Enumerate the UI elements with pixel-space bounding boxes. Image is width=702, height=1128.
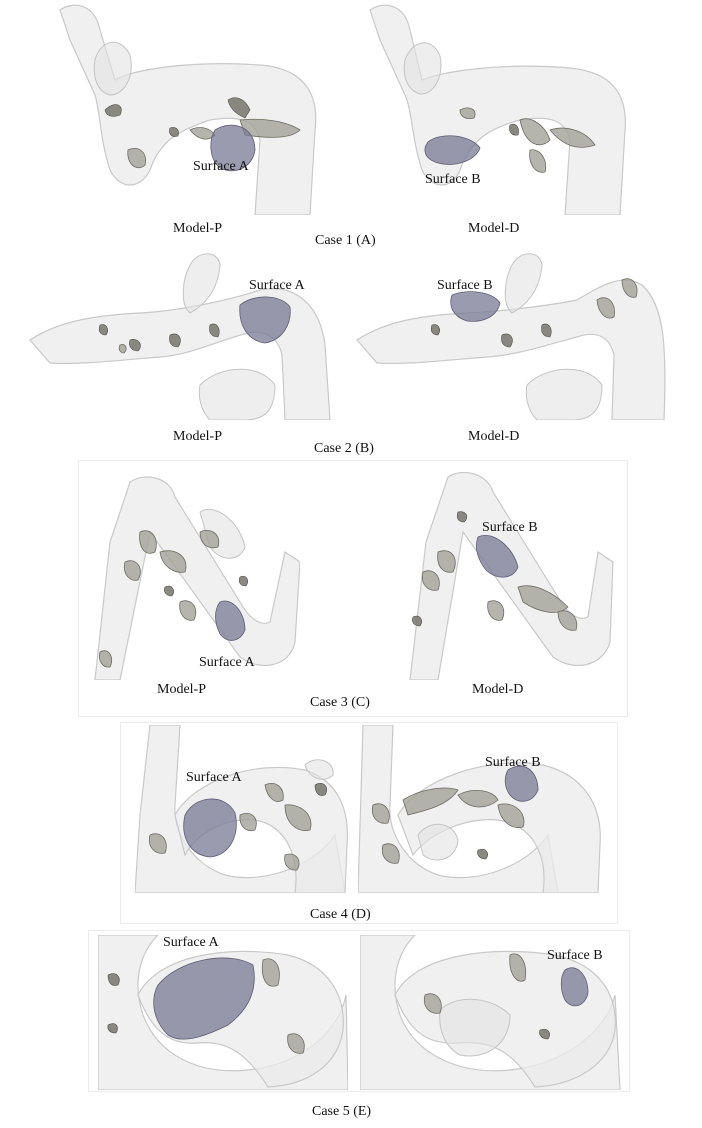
case5-right-surface-label: Surface B xyxy=(547,948,603,963)
case1-right-model-label: Model-D xyxy=(468,221,520,236)
case1-model-d-render xyxy=(360,0,650,215)
case4-caption: Case 4 (D) xyxy=(310,907,371,922)
case1-caption: Case 1 (A) xyxy=(315,233,376,248)
case4-right-render xyxy=(358,725,610,893)
case3-left-surface-label: Surface A xyxy=(199,655,255,670)
case4-left-render xyxy=(135,725,350,893)
case4-left-surface-label: Surface A xyxy=(186,770,242,785)
case1-model-p-render xyxy=(40,0,340,215)
case5-left-surface-label: Surface A xyxy=(163,935,219,950)
case3-caption: Case 3 (C) xyxy=(310,695,370,710)
case1-left-surface-label: Surface A xyxy=(193,159,249,174)
case4-frame xyxy=(120,722,618,924)
case2-model-p-render xyxy=(20,245,350,420)
case5-left-render xyxy=(98,935,348,1090)
case3-model-p-render xyxy=(90,462,300,680)
case3-model-d-render xyxy=(398,462,618,680)
case4-right-surface-label: Surface B xyxy=(485,755,541,770)
case2-model-d-render xyxy=(352,245,677,420)
case2-right-model-label: Model-D xyxy=(468,429,520,444)
case2-left-model-label: Model-P xyxy=(173,429,222,444)
case5-caption: Case 5 (E) xyxy=(312,1104,372,1119)
case5-right-render xyxy=(360,935,622,1090)
case3-right-model-label: Model-D xyxy=(472,682,524,697)
case1-left-model-label: Model-P xyxy=(173,221,222,236)
case3-right-surface-label: Surface B xyxy=(482,520,538,535)
case3-left-model-label: Model-P xyxy=(157,682,206,697)
case3-frame xyxy=(78,460,628,717)
case2-left-surface-label: Surface A xyxy=(249,278,305,293)
case2-right-surface-label: Surface B xyxy=(437,278,493,293)
case2-caption: Case 2 (B) xyxy=(314,441,374,456)
case1-right-surface-label: Surface B xyxy=(425,172,481,187)
case5-frame xyxy=(88,930,630,1092)
